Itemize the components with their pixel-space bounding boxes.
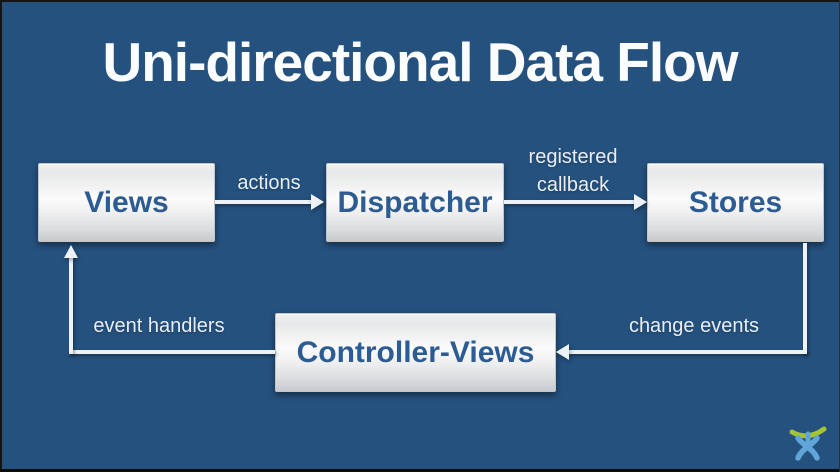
edge-label-change-events: change events xyxy=(628,315,760,337)
slide-title: Uni-directional Data Flow xyxy=(102,31,738,93)
arrow-controller-views-to-views xyxy=(69,257,73,354)
arrow-views-to-dispatcher xyxy=(215,200,312,204)
arrow-stores-to-controller-views xyxy=(569,350,807,354)
node-views: Views xyxy=(38,163,215,242)
edge-label-event-handlers: event handlers xyxy=(93,315,225,337)
node-dispatcher-label: Dispatcher xyxy=(337,185,493,219)
arrow-dispatcher-to-stores xyxy=(504,200,635,204)
node-dispatcher: Dispatcher xyxy=(326,163,504,242)
frame-edge-left xyxy=(0,0,2,472)
arrow-stores-down-segment xyxy=(803,243,807,354)
atlassian-logo-icon xyxy=(789,426,827,461)
arrowhead-up-icon xyxy=(64,245,78,258)
edge-label-actions: actions xyxy=(237,172,301,194)
node-stores: Stores xyxy=(647,163,824,242)
node-stores-label: Stores xyxy=(688,185,783,219)
arrow-controller-views-left-segment xyxy=(69,350,275,354)
node-controller-views: Controller-Views xyxy=(275,313,556,392)
frame-edge-top xyxy=(0,0,840,2)
arrowhead-right-icon xyxy=(634,194,647,210)
arrowhead-left-icon xyxy=(556,344,569,360)
node-views-label: Views xyxy=(84,185,169,219)
node-controller-views-label: Controller-Views xyxy=(296,335,535,369)
frame-edge-bottom xyxy=(0,469,840,472)
edge-label-registered-callback: registered callback xyxy=(528,146,618,196)
arrowhead-right-icon xyxy=(311,194,324,210)
